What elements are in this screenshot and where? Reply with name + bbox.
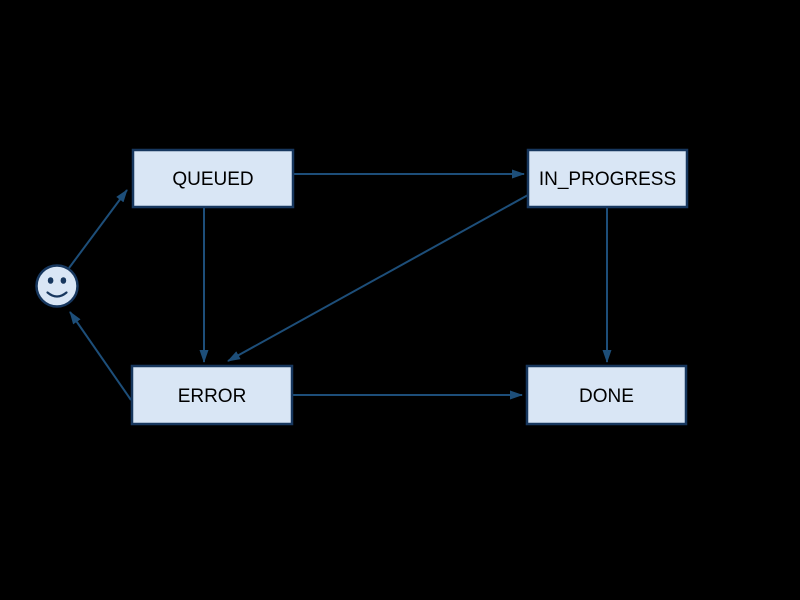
node-done: DONE (525, 364, 688, 426)
node-in-progress-box (526, 148, 689, 209)
edge-inprogress-to-error (227, 194, 529, 362)
node-in-progress: IN_PROGRESS (526, 148, 689, 209)
node-queued: QUEUED (131, 148, 295, 209)
node-queued-label: QUEUED (172, 169, 253, 190)
node-done-box (525, 364, 688, 426)
edges-layer (68, 169, 612, 401)
smiley-left-eye-icon (47, 277, 54, 284)
edge-start-to-queued (68, 189, 128, 269)
node-error: ERROR (130, 364, 294, 426)
smiley-face-icon (35, 264, 79, 308)
node-error-label: ERROR (178, 386, 247, 407)
node-start (35, 264, 79, 308)
node-done-label: DONE (579, 386, 634, 407)
node-error-box (130, 364, 294, 426)
edge-error-to-start (69, 311, 132, 401)
smiley-mouth-icon (46, 291, 68, 298)
smiley-right-eye-icon (60, 277, 67, 284)
node-in-progress-label: IN_PROGRESS (539, 169, 676, 190)
node-queued-box (131, 148, 295, 209)
